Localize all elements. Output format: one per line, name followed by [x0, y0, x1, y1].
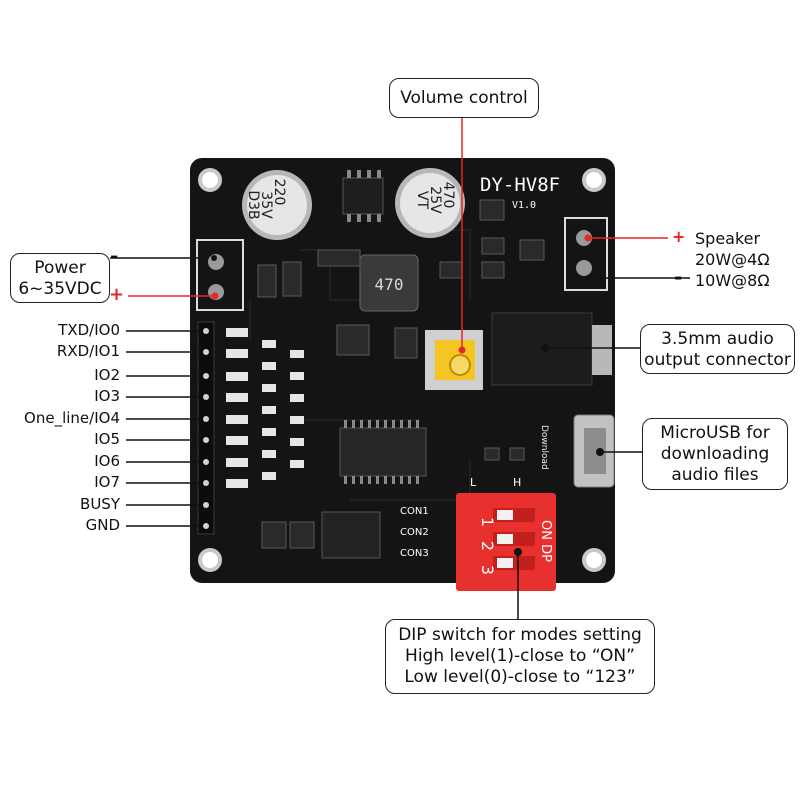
leader-lines-dark — [110, 257, 690, 620]
main-ic-pins — [344, 420, 419, 484]
capacitor-right — [395, 168, 465, 238]
microusb-line-2: downloading — [660, 444, 770, 464]
dip-number-2: 2 — [478, 541, 497, 551]
capacitor-left — [242, 170, 312, 240]
pin-label-io5: IO5 — [94, 430, 120, 448]
pin-label-io4: One_line/IO4 — [24, 409, 120, 427]
power-callout: Power 6~35VDC — [10, 253, 110, 303]
h-label: H — [513, 476, 521, 489]
micro-usb-slot — [584, 428, 606, 474]
l-label: L — [470, 476, 477, 489]
cap-left-line-1: 220 — [271, 179, 287, 206]
cap-left-line-2: 35V — [258, 191, 274, 219]
volume-control-label: Volume control — [400, 88, 528, 108]
pin-header-pins — [203, 328, 209, 529]
power-terminal — [196, 239, 244, 311]
speaker-title: Speaker — [695, 229, 761, 248]
mounting-holes — [198, 168, 606, 572]
microusb-line-1: MicroUSB for — [660, 423, 770, 443]
cap-right-line-3: VT — [414, 191, 430, 210]
audio-output-line-2: output connector — [644, 350, 791, 370]
audio-jack-ring — [592, 325, 612, 375]
power-voltage: 6~35VDC — [18, 279, 102, 299]
dip-number-3: 3 — [478, 565, 497, 575]
potentiometer-knob — [449, 354, 471, 376]
dip-switch-slots — [493, 508, 535, 570]
speaker-terminal — [564, 217, 608, 291]
pin-label-busy: BUSY — [80, 495, 120, 513]
inductor-label: 470 — [375, 275, 404, 294]
con1-label: CON1 — [400, 506, 429, 517]
microusb-callout: MicroUSB for downloading audio files — [642, 418, 788, 490]
dip-switch-high-level: High level(1)-close to “ON” — [405, 646, 635, 666]
inductor — [359, 254, 419, 312]
ic-top — [342, 177, 384, 215]
cap-right-line-2: 25V — [427, 186, 443, 214]
pin-label-io6: IO6 — [94, 452, 120, 470]
ic-top-pins — [347, 170, 381, 222]
pin-label-io3: IO3 — [94, 387, 120, 405]
speaker-callout: Speaker 20W@4Ω 10W@8Ω — [695, 228, 770, 291]
pin-label-io2: IO2 — [94, 366, 120, 384]
cap-right-line-1: 470 — [440, 182, 456, 209]
dip-number-1: 1 — [478, 517, 497, 527]
microusb-line-3: audio files — [671, 465, 759, 485]
leader-lines-red — [128, 117, 668, 348]
cap-left-line-3: D3B — [245, 190, 261, 219]
speaker-spec-4ohm: 20W@4Ω — [695, 250, 770, 269]
speaker-plus-sign: + — [672, 227, 686, 246]
board-version: V1.0 — [512, 200, 536, 211]
pin-label-io7: IO7 — [94, 473, 120, 491]
power-plus-sign: + — [109, 284, 125, 305]
speaker-minus-sign: - — [674, 265, 683, 289]
audio-output-line-1: 3.5mm audio — [661, 329, 774, 349]
pin-header — [197, 321, 215, 535]
dip-switch-title: DIP switch for modes setting — [398, 625, 642, 645]
dip-switch-callout: DIP switch for modes setting High level(… — [385, 619, 655, 694]
volume-control-callout: Volume control — [389, 78, 539, 118]
main-ic — [339, 427, 427, 477]
con2-label: CON2 — [400, 527, 429, 538]
pin-label-txd: TXD/IO0 — [58, 321, 120, 339]
pin-label-gnd: GND — [85, 516, 120, 534]
dip-switch-low-level: Low level(0)-close to “123” — [404, 667, 636, 687]
resistor-array — [226, 328, 304, 488]
board-model: DY-HV8F — [480, 174, 560, 196]
audio-output-callout: 3.5mm audio output connector — [640, 324, 795, 374]
power-minus-sign: - — [110, 244, 119, 268]
dip-on-label: ON DP — [538, 520, 553, 562]
download-label: Download — [539, 425, 549, 470]
speaker-spec-8ohm: 10W@8Ω — [695, 271, 770, 290]
flash-ic — [321, 511, 381, 559]
pin-label-rxd: RXD/IO1 — [56, 342, 120, 360]
leader-dots — [211, 234, 604, 556]
con3-label: CON3 — [400, 548, 429, 559]
smd-components — [257, 199, 545, 549]
power-title: Power — [34, 258, 86, 278]
